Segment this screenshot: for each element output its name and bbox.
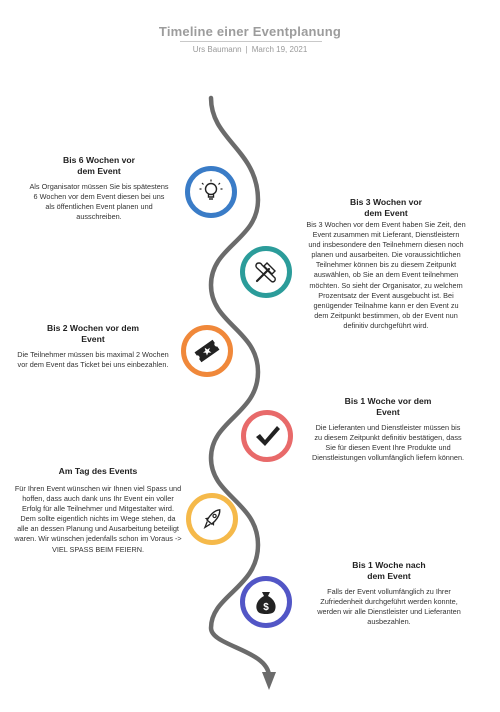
milestone-node-2-weeks-before xyxy=(181,325,233,377)
milestone-description: Die Lieferanten und Dienstleister müssen… xyxy=(311,423,465,463)
byline-separator: | xyxy=(245,45,248,54)
milestone-node-event-day xyxy=(186,493,238,545)
tools-icon xyxy=(255,262,276,283)
ticket-icon xyxy=(194,339,220,363)
milestone-description: Als Organisator müssen Sie bis spätesten… xyxy=(29,182,169,222)
milestone-node-1-week-before xyxy=(241,410,293,462)
milestone-3-weeks-before: Bis 3 Wochen vor dem Event Bis 3 Wochen … xyxy=(306,197,466,331)
road-path xyxy=(208,95,272,679)
milestone-node-3-weeks-before xyxy=(240,246,292,298)
milestone-1-week-before: Bis 1 Woche vor dem Event Die Lieferante… xyxy=(311,396,465,463)
milestone-heading: Bis 1 Woche vor dem Event xyxy=(344,396,432,417)
milestone-2-weeks-before: Bis 2 Wochen vor dem Event Die Teilnehme… xyxy=(14,323,172,370)
money-bag-icon: $ xyxy=(256,592,276,614)
road-arrowhead xyxy=(262,672,276,690)
milestone-description: Für Ihren Event wünschen wir Ihnen viel … xyxy=(14,484,182,554)
milestone-heading: Bis 1 Woche nach dem Event xyxy=(352,560,426,581)
milestone-heading: Bis 6 Wochen vor dem Event xyxy=(63,155,135,176)
milestone-event-day: Am Tag des Events Für Ihren Event wünsch… xyxy=(14,466,182,555)
byline: Urs Baumann|March 19, 2021 xyxy=(0,45,500,54)
milestone-6-weeks-before: Bis 6 Wochen vor dem Event Als Organisat… xyxy=(28,155,170,222)
milestone-heading: Bis 3 Wochen vor dem Event xyxy=(350,197,422,218)
milestone-description: Bis 3 Wochen vor dem Event haben Sie Zei… xyxy=(306,220,466,330)
title-divider xyxy=(180,41,322,42)
milestone-description: Die Teilnehmer müssen bis maximal 2 Woch… xyxy=(17,350,169,370)
milestone-1-week-after: Bis 1 Woche nach dem Event Falls der Eve… xyxy=(311,560,467,627)
author-name: Urs Baumann xyxy=(192,45,242,54)
milestone-heading: Am Tag des Events xyxy=(58,466,138,476)
svg-text:$: $ xyxy=(263,602,269,613)
rocket-icon xyxy=(203,509,221,530)
lightbulb-icon xyxy=(199,179,223,200)
publish-date: March 19, 2021 xyxy=(251,45,308,54)
milestone-node-6-weeks-before xyxy=(185,166,237,218)
checkmark-icon xyxy=(256,426,280,446)
page-title: Timeline einer Eventplanung xyxy=(158,24,342,39)
milestone-node-1-week-after: $ xyxy=(240,576,292,628)
milestone-heading: Bis 2 Wochen vor dem Event xyxy=(46,323,139,344)
milestone-description: Falls der Event vollumfänglich zu Ihrer … xyxy=(317,587,461,627)
